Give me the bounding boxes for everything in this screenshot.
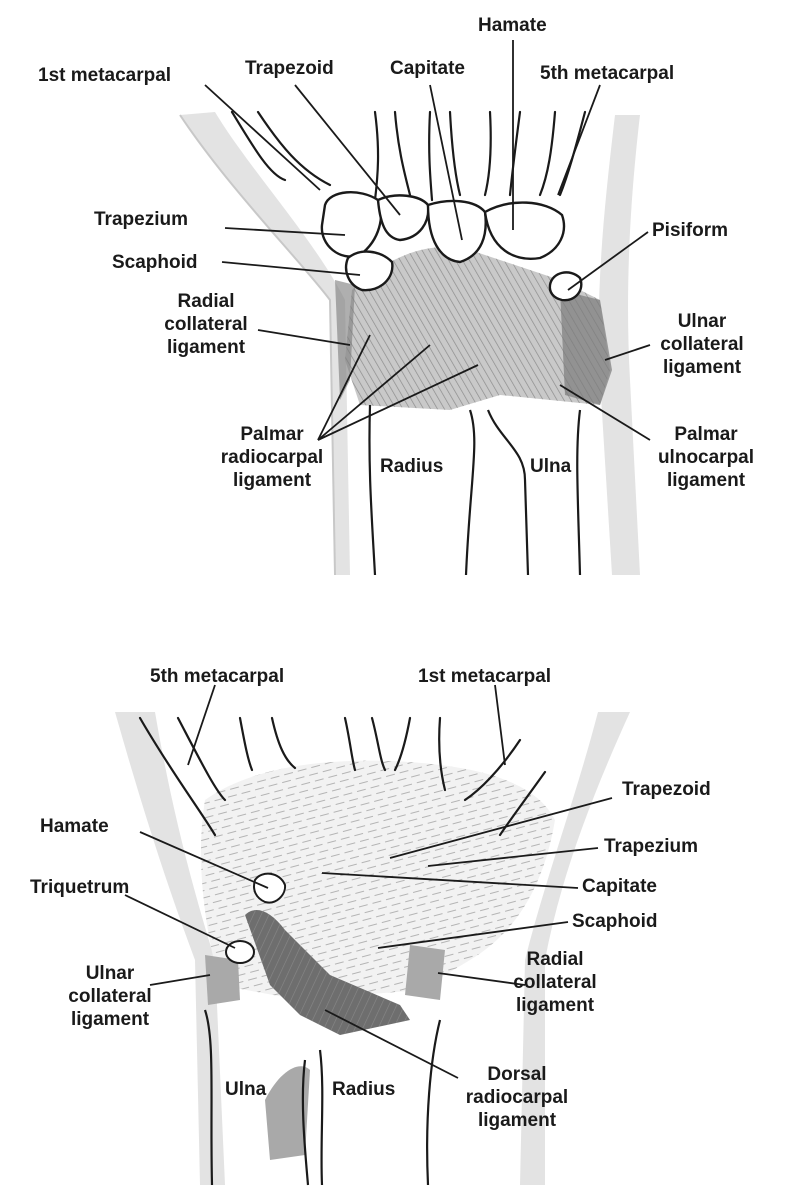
dorsal-label-hamate: Hamate <box>40 815 109 838</box>
dorsal-label-radial-collateral-ligament: Radial collateral ligament <box>505 948 605 1017</box>
palmar-label-radius: Radius <box>380 455 443 478</box>
palmar-label-hamate: Hamate <box>478 14 547 37</box>
dorsal-label-triquetrum: Triquetrum <box>30 876 129 899</box>
palmar-label-pisiform: Pisiform <box>652 219 728 242</box>
dorsal-radius-bone <box>320 1050 322 1185</box>
palmar-trapezium-bone <box>322 192 381 256</box>
palmar-label-first-metacarpal: 1st metacarpal <box>38 64 171 87</box>
dorsal-label-fifth-metacarpal: 5th metacarpal <box>150 665 284 688</box>
dorsal-hamate-bone <box>254 874 285 903</box>
palmar-pisiform-bone <box>550 272 581 300</box>
palmar-label-scaphoid: Scaphoid <box>112 251 198 274</box>
dorsal-label-trapezoid: Trapezoid <box>622 778 711 801</box>
palmar-label-capitate: Capitate <box>390 57 465 80</box>
palmar-label-palmar-radiocarpal-ligament: Palmar radiocarpal ligament <box>218 423 326 492</box>
palmar-hamate-bone <box>485 203 564 259</box>
palmar-label-ulna: Ulna <box>530 455 571 478</box>
palmar-label-trapezoid: Trapezoid <box>245 57 334 80</box>
palmar-label-ulnar-collateral-ligament: Ulnar collateral ligament <box>652 310 752 379</box>
palmar-label-fifth-metacarpal: 5th metacarpal <box>540 62 674 85</box>
dorsal-label-scaphoid: Scaphoid <box>572 910 658 933</box>
palmar-label-palmar-ulnocarpal-ligament: Palmar ulnocarpal ligament <box>656 423 756 492</box>
dorsal-label-radius: Radius <box>332 1078 395 1101</box>
palmar-label-trapezium: Trapezium <box>94 208 188 231</box>
dorsal-label-ulnar-collateral-ligament: Ulnar collateral ligament <box>60 962 160 1031</box>
dorsal-label-first-metacarpal: 1st metacarpal <box>418 665 551 688</box>
dorsal-label-capitate: Capitate <box>582 875 657 898</box>
palmar-trapezoid-bone <box>378 195 428 240</box>
dorsal-label-dorsal-radiocarpal-ligament: Dorsal radiocarpal ligament <box>462 1063 572 1132</box>
dorsal-label-ulna: Ulna <box>225 1078 266 1101</box>
dorsal-forearm-silhouette <box>115 712 225 1185</box>
palmar-label-radial-collateral-ligament: Radial collateral ligament <box>158 290 254 359</box>
dorsal-label-trapezium: Trapezium <box>604 835 698 858</box>
palmar-ulna-bone <box>488 410 528 575</box>
dorsal-triquetrum-bone <box>226 941 254 963</box>
palmar-radius-bone <box>369 405 375 575</box>
